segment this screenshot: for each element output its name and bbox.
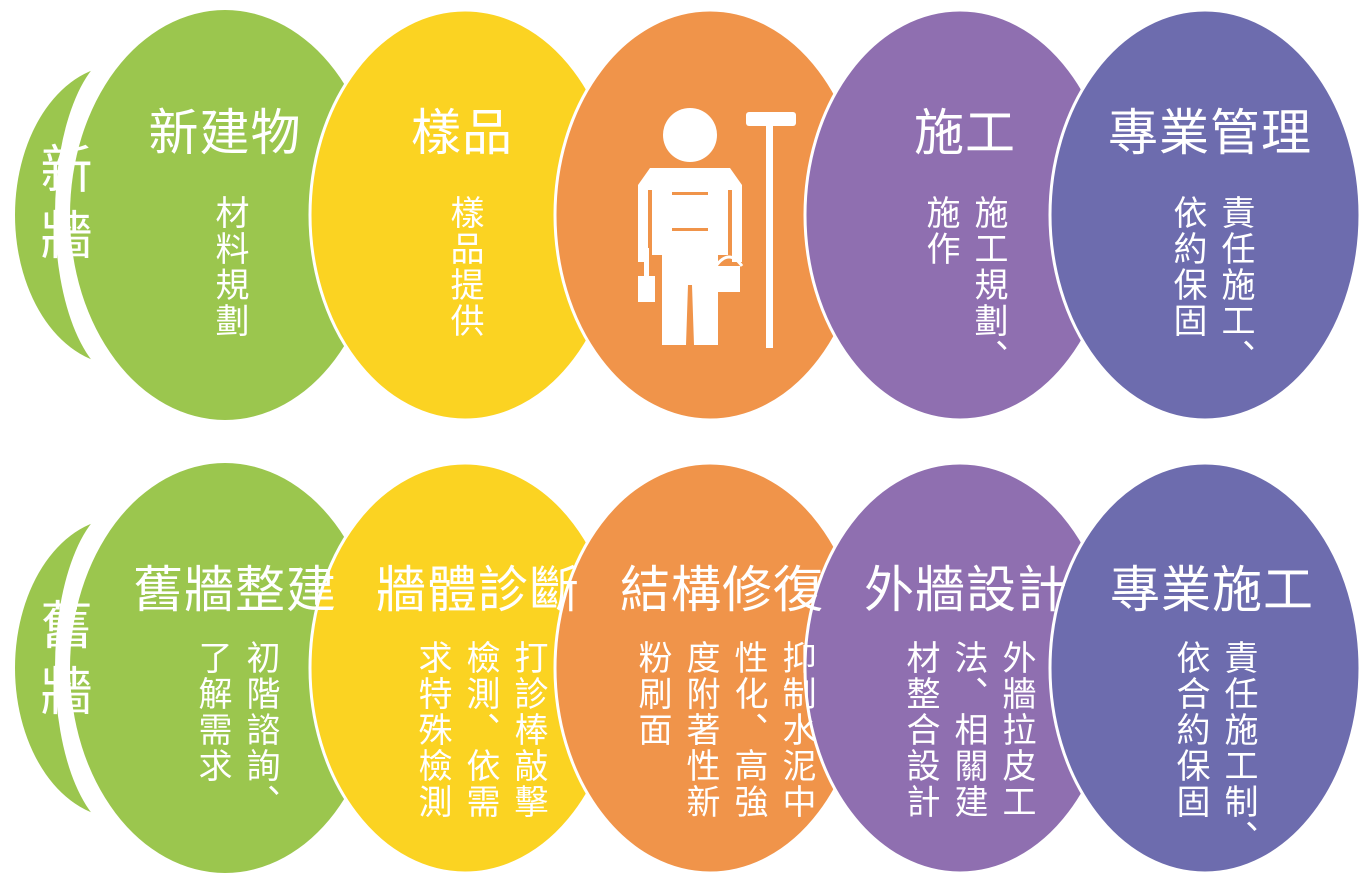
step-desc-col: 樣品提供 [444, 195, 484, 339]
step-desc-col: 依約保固 [1167, 195, 1207, 339]
step-desc-col: 責任施工、 [1215, 195, 1255, 375]
step-desc-col: 材料規劃 [209, 195, 249, 339]
step-title-1-4: 施工 [914, 104, 1016, 162]
step-desc-col: 責任施工制、 [1218, 640, 1258, 856]
step-desc-col: 施作 [920, 195, 960, 267]
step-desc-1-1: 材料規劃 [209, 195, 249, 339]
step-desc-col: 抑制水泥中 [776, 640, 816, 820]
step-desc-col: 檢測、依需 [460, 640, 500, 820]
step-desc-col: 度附著性新 [680, 640, 720, 820]
step-desc-2-4: 外牆拉皮工 法、相關建 材整合設計 [900, 640, 1036, 820]
step-title-1-5: 專業管理 [1108, 104, 1312, 162]
step-title-1-1: 新建物 [148, 104, 302, 162]
step-desc-2-2: 打診棒敲擊 檢測、依需 求特殊檢測 [412, 640, 548, 820]
step-title-2-1: 舊牆整建 [133, 561, 337, 619]
step-desc-1-5: 責任施工、 依約保固 [1167, 195, 1255, 375]
step-desc-col: 初階諮詢、 [240, 640, 280, 820]
worker-with-paint-roller-icon [638, 108, 796, 348]
step-desc-col: 了解需求 [192, 640, 232, 784]
side-label-new: 新牆 [31, 142, 91, 274]
step-title-2-4: 外牆設計 [864, 561, 1068, 619]
step-desc-2-1: 初階諮詢、 了解需求 [192, 640, 280, 820]
step-title-2-5: 專業施工 [1110, 561, 1314, 619]
side-label-old: 舊牆 [31, 598, 91, 730]
step-desc-col: 粉刷面 [632, 640, 672, 748]
step-shape-2-1 [70, 463, 380, 873]
step-desc-2-3: 抑制水泥中 性化、高強 度附著性新 粉刷面 [632, 640, 816, 820]
step-desc-col: 法、相關建 [948, 640, 988, 820]
step-desc-1-2: 樣品提供 [444, 195, 484, 339]
step-desc-col: 性化、高強 [728, 640, 768, 820]
step-desc-2-5: 責任施工制、 依合約保固 [1170, 640, 1258, 856]
step-desc-col: 求特殊檢測 [412, 640, 452, 820]
step-desc-1-4: 施工規劃、 施作 [920, 195, 1008, 375]
row-old-wall-shapes [15, 461, 1361, 875]
step-shape-2-5 [1048, 461, 1361, 875]
step-desc-col: 打診棒敲擊 [508, 640, 548, 820]
step-desc-col: 材整合設計 [900, 640, 940, 820]
step-title-1-2: 樣品 [411, 104, 513, 162]
step-desc-col: 施工規劃、 [968, 195, 1008, 375]
step-title-2-3: 結構修復 [620, 561, 824, 619]
step-desc-col: 外牆拉皮工 [996, 640, 1036, 820]
step-title-2-2: 牆體診斷 [376, 561, 580, 619]
step-desc-col: 依合約保固 [1170, 640, 1210, 820]
